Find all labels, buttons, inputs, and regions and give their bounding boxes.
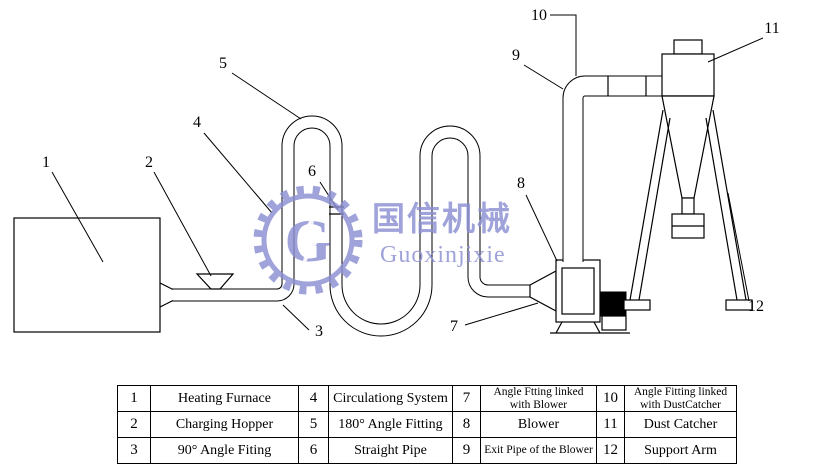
legend-cell-label: Support Arm — [624, 437, 737, 464]
legend-cell-label: Dust Catcher — [624, 411, 737, 438]
legend-cell-number: 11 — [596, 411, 625, 438]
callout-leader-line — [523, 64, 564, 90]
callout-number: 8 — [517, 175, 525, 192]
callout-leader-line — [231, 72, 302, 120]
legend-cell-number: 7 — [452, 385, 481, 412]
motor-stand — [601, 315, 627, 331]
legend-cell-number: 6 — [298, 437, 329, 464]
legend-cell-number: 9 — [452, 437, 481, 464]
cyclone-cone — [661, 95, 715, 199]
callout-number: 3 — [315, 323, 323, 340]
callout-number: 11 — [764, 20, 779, 37]
blower-feet — [550, 321, 630, 334]
callout-leader-line — [727, 192, 750, 302]
legend-cell-number: 3 — [117, 437, 151, 464]
callout-leader-line — [707, 37, 764, 63]
callout-number: 7 — [450, 318, 458, 335]
legend-cell-number: 2 — [117, 411, 151, 438]
callout-number: 5 — [219, 55, 227, 72]
callout-number: 4 — [193, 114, 201, 131]
callout-leader-line — [51, 171, 104, 263]
legend-cell-label: Circulationg System — [328, 385, 453, 412]
callout-number: 1 — [42, 154, 50, 171]
legend-cell-label: Heating Furnace — [150, 385, 299, 412]
callout-leader-line — [464, 302, 539, 326]
charging-hopper — [195, 273, 235, 290]
blower-exit-pipe — [562, 75, 662, 262]
blower — [529, 259, 630, 334]
callout-leader-line — [282, 304, 310, 331]
legend-cell-label: Blower — [480, 411, 597, 438]
legend-cell-number: 12 — [596, 437, 625, 464]
callout-number: 2 — [145, 154, 153, 171]
legend-cell-number: 4 — [298, 385, 329, 412]
callout-number: 12 — [748, 298, 764, 315]
blower-motor — [599, 291, 627, 317]
support-arm-left — [623, 109, 671, 311]
callout-number: 10 — [531, 7, 547, 24]
circulating-pipe-run — [159, 115, 530, 337]
blower-inlet-cone — [529, 269, 557, 313]
legend-cell-label: 90° Angle Fiting — [150, 437, 299, 464]
support-arm-right — [705, 109, 753, 311]
furnace-outlet-taper — [159, 282, 174, 308]
legend-cell-number: 10 — [596, 385, 625, 412]
heating-furnace — [13, 217, 161, 333]
cyclone-top-outlet — [673, 39, 703, 55]
cyclone-neck — [681, 197, 695, 215]
legend-cell-label: Exit Pipe of the Blower — [480, 437, 597, 464]
callout-leader-line — [203, 132, 273, 214]
callout-number: 9 — [512, 47, 520, 64]
callout-leader-line — [153, 171, 212, 277]
legend-cell-label: Angle Ftting linked with Blower — [480, 385, 597, 412]
legend-cell-label: Charging Hopper — [150, 411, 299, 438]
callout-leader-line — [525, 194, 558, 262]
cyclone-body — [661, 53, 715, 97]
legend-cell-number: 1 — [117, 385, 151, 412]
callout-number: 6 — [308, 163, 316, 180]
legend-cell-number: 8 — [452, 411, 481, 438]
callout-leader-line — [550, 14, 577, 76]
dust-catcher — [623, 39, 753, 311]
legend-cell-label: Straight Pipe — [328, 437, 453, 464]
exit-pipe-flanges — [607, 76, 647, 96]
legend-cell-label: 180° Angle Fitting — [328, 411, 453, 438]
legend-cell-label: Angle Fitting linked with DustCatcher — [624, 385, 737, 412]
legend-cell-number: 5 — [298, 411, 329, 438]
